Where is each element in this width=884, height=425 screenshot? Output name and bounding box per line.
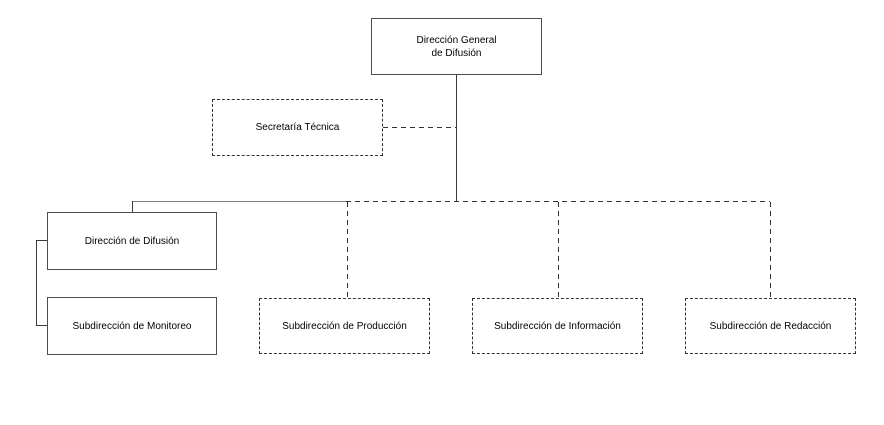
org-node-subdireccion-monitoreo: Subdirección de Monitoreo xyxy=(47,297,217,355)
org-node-subdireccion-produccion: Subdirección de Producción xyxy=(259,298,430,354)
connector-branch-horizontal-dashed xyxy=(346,201,770,202)
org-node-secretaria-tecnica: Secretaría Técnica xyxy=(212,99,383,156)
connector-drop-subdireccion-produccion xyxy=(347,202,348,298)
org-node-subdireccion-informacion: Subdirección de Información xyxy=(472,298,643,354)
org-node-label: Dirección General de Difusión xyxy=(416,34,497,59)
connector-vertical-main xyxy=(456,74,457,202)
org-node-subdireccion-redaccion: Subdirección de Redacción xyxy=(685,298,856,354)
connector-bracket-monitoreo xyxy=(36,240,47,326)
org-node-label: Subdirección de Producción xyxy=(282,320,407,332)
connector-drop-direccion-difusion xyxy=(132,201,133,212)
org-node-direccion-difusion: Dirección de Difusión xyxy=(47,212,217,270)
connector-branch-horizontal-solid xyxy=(132,201,347,202)
org-node-direccion-general: Dirección General de Difusión xyxy=(371,18,542,75)
org-node-label: Subdirección de Información xyxy=(494,320,621,332)
connector-drop-subdireccion-informacion xyxy=(558,202,559,298)
connector-drop-subdireccion-redaccion xyxy=(770,202,771,298)
org-node-label: Dirección de Difusión xyxy=(84,235,180,247)
org-node-label: Subdirección de Monitoreo xyxy=(72,320,192,332)
org-node-label: Secretaría Técnica xyxy=(255,122,340,133)
connector-secretaria-tecnica xyxy=(383,127,456,128)
org-node-label: Subdirección de Redacción xyxy=(709,320,832,332)
